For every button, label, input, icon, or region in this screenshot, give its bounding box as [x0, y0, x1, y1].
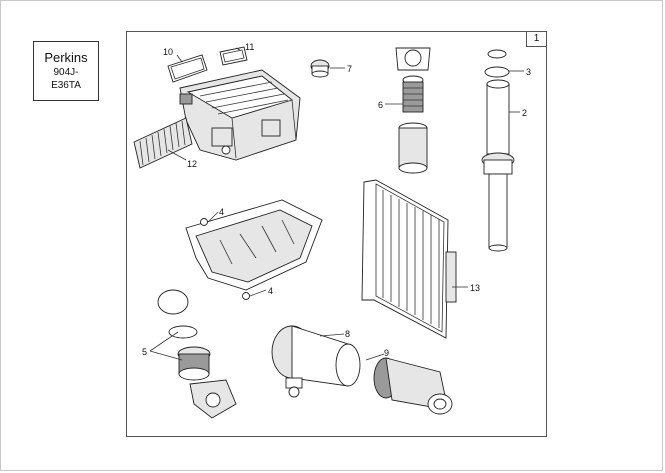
callout-8: 8 [345, 329, 350, 339]
diagram-frame [126, 31, 547, 437]
callout-9: 9 [384, 348, 389, 358]
part-13-charge-air-cooler[interactable] [361, 179, 457, 339]
callout-4-upper: 4 [219, 207, 224, 217]
part-10-gasket[interactable] [167, 54, 208, 83]
sheet-number: 1 [526, 32, 546, 47]
part-9-air-filter-element[interactable] [373, 357, 453, 415]
part-6-fuel-filter[interactable] [395, 47, 431, 174]
part-11-gasket[interactable] [219, 46, 248, 66]
engine-model-box: Perkins 904J- E36TA [33, 41, 99, 101]
part-2-filter-element[interactable] [481, 49, 515, 252]
callout-4-lower: 4 [268, 286, 273, 296]
callout-3: 3 [526, 67, 531, 77]
part-4-drain-plug-upper [200, 218, 208, 226]
part-intake-manifold-housing[interactable] [179, 69, 301, 161]
callout-12: 12 [187, 159, 197, 169]
callout-5: 5 [142, 347, 147, 357]
callout-11: 11 [245, 42, 254, 52]
engine-code-line2: E36TA [51, 80, 81, 91]
part-4-drain-plug-lower [242, 292, 250, 300]
callout-7: 7 [347, 64, 352, 74]
callout-labels: 10 11 12 7 6 3 2 4 4 5 8 9 13 [142, 42, 531, 358]
leader-lines [149, 47, 524, 361]
part-3-o-ring [484, 66, 510, 78]
callout-13: 13 [470, 283, 480, 293]
engine-brand: Perkins [44, 50, 88, 65]
callout-2: 2 [522, 108, 527, 118]
callout-10: 10 [163, 47, 173, 57]
callout-6: 6 [378, 100, 383, 110]
part-8-air-cleaner-housing[interactable] [271, 325, 361, 398]
engine-code-line1: 904J- [53, 67, 79, 78]
part-12-cabin-filter[interactable] [133, 117, 193, 169]
part-5-oil-filter[interactable] [157, 289, 237, 419]
part-7-filler-cap[interactable] [310, 59, 330, 78]
part-oil-pan[interactable] [185, 199, 323, 300]
